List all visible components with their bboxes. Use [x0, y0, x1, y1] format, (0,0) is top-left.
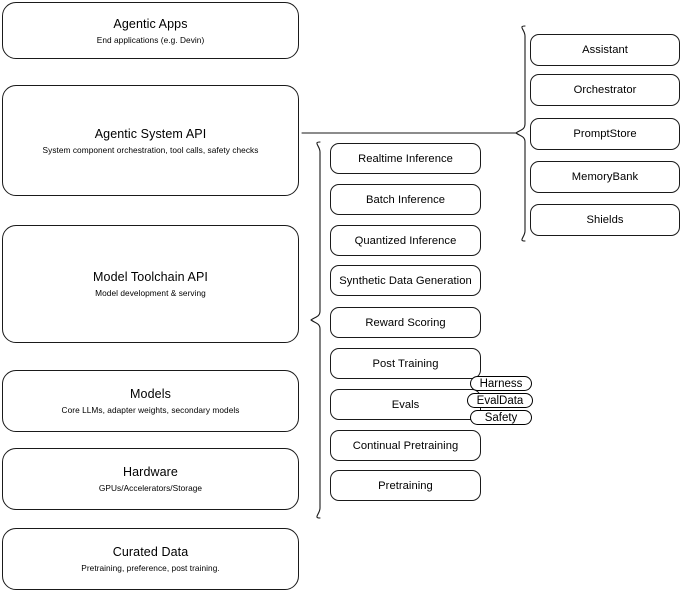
- capability-label: Batch Inference: [365, 193, 446, 206]
- layer-subtitle: Pretraining, preference, post training.: [81, 563, 220, 573]
- layer-title: Agentic System API: [94, 126, 207, 141]
- component-label: MemoryBank: [571, 171, 639, 183]
- capability-box-synthetic-data-generation[interactable]: Synthetic Data Generation: [330, 265, 481, 296]
- capability-label: Synthetic Data Generation: [339, 274, 472, 287]
- pill-evaldata[interactable]: EvalData: [467, 393, 533, 408]
- capability-box-realtime-inference[interactable]: Realtime Inference: [330, 143, 481, 174]
- layer-card-models[interactable]: Models Core LLMs, adapter weights, secon…: [2, 370, 299, 432]
- capability-box-evals[interactable]: Evals: [330, 389, 481, 420]
- capability-box-reward-scoring[interactable]: Reward Scoring: [330, 307, 481, 338]
- layer-card-curated-data[interactable]: Curated Data Pretraining, preference, po…: [2, 528, 299, 590]
- capability-label: Evals: [391, 398, 420, 411]
- layer-card-agentic-apps[interactable]: Agentic Apps End applications (e.g. Devi…: [2, 2, 299, 59]
- layer-title: Agentic Apps: [113, 16, 188, 31]
- layer-subtitle: End applications (e.g. Devin): [96, 34, 205, 45]
- layer-subtitle: System component orchestration, tool cal…: [42, 144, 259, 155]
- capability-box-pretraining[interactable]: Pretraining: [330, 470, 481, 501]
- capability-label: Continual Pretraining: [352, 439, 459, 452]
- component-label: PromptStore: [573, 128, 637, 140]
- capability-box-quantized-inference[interactable]: Quantized Inference: [330, 225, 481, 256]
- layer-card-agentic-system-api[interactable]: Agentic System API System component orch…: [2, 85, 299, 196]
- pill-label: EvalData: [476, 394, 524, 407]
- layer-title: Curated Data: [112, 545, 189, 559]
- component-box-memorybank[interactable]: MemoryBank: [530, 161, 680, 193]
- component-box-shields[interactable]: Shields: [530, 204, 680, 236]
- capability-label: Pretraining: [378, 479, 433, 492]
- component-box-assistant[interactable]: Assistant: [530, 34, 680, 66]
- capability-box-continual-pretraining[interactable]: Continual Pretraining: [330, 430, 481, 461]
- layer-subtitle: Model development & serving: [95, 288, 206, 298]
- pill-label: Safety: [484, 411, 518, 424]
- capability-label: Reward Scoring: [365, 316, 446, 329]
- layer-card-model-toolchain-api[interactable]: Model Toolchain API Model development & …: [2, 225, 299, 343]
- pill-harness[interactable]: Harness: [470, 376, 532, 391]
- component-box-promptstore[interactable]: PromptStore: [530, 118, 680, 150]
- layer-subtitle: Core LLMs, adapter weights, secondary mo…: [61, 405, 240, 415]
- component-label: Assistant: [582, 44, 628, 56]
- component-box-orchestrator[interactable]: Orchestrator: [530, 74, 680, 106]
- pill-label: Harness: [479, 377, 523, 390]
- layer-title: Model Toolchain API: [93, 270, 208, 284]
- capability-box-post-training[interactable]: Post Training: [330, 348, 481, 379]
- layer-card-hardware[interactable]: Hardware GPUs/Accelerators/Storage: [2, 448, 299, 510]
- capability-label: Post Training: [372, 357, 439, 370]
- component-label: Orchestrator: [573, 84, 637, 96]
- component-label: Shields: [586, 214, 624, 226]
- pill-safety[interactable]: Safety: [470, 410, 532, 425]
- capability-label: Realtime Inference: [358, 152, 453, 165]
- layer-subtitle: GPUs/Accelerators/Storage: [98, 483, 203, 493]
- capability-box-batch-inference[interactable]: Batch Inference: [330, 184, 481, 215]
- capability-label: Quantized Inference: [354, 234, 457, 247]
- layer-title: Models: [130, 387, 171, 401]
- layer-title: Hardware: [123, 465, 178, 479]
